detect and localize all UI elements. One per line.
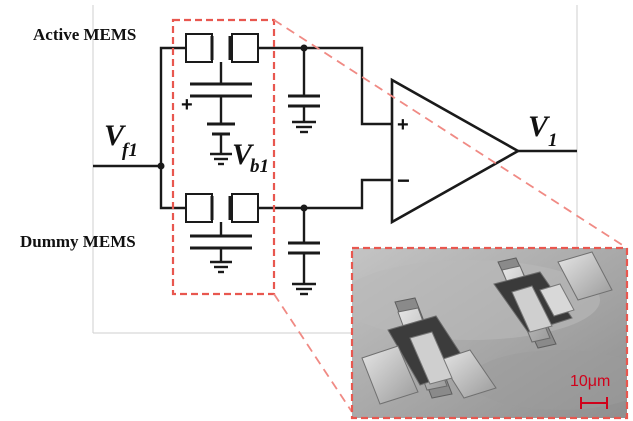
dummy-mems-device bbox=[185, 193, 259, 274]
output-voltage-label: V 1 bbox=[528, 110, 558, 151]
sem-device-left bbox=[361, 297, 497, 405]
bias-voltage-main: V bbox=[232, 138, 255, 171]
input-voltage-main: V bbox=[104, 119, 127, 152]
dummy-path-wiring bbox=[258, 178, 392, 296]
active-path-wiring bbox=[258, 44, 392, 134]
opamp-minus-sign: − bbox=[397, 168, 410, 193]
input-voltage-sub: f1 bbox=[122, 140, 138, 161]
output-voltage-sub: 1 bbox=[548, 130, 558, 151]
bias-voltage-label: V b1 bbox=[232, 138, 269, 177]
bias-voltage-sub: b1 bbox=[250, 156, 269, 177]
sem-inset bbox=[350, 246, 629, 420]
dummy-mems-label: Dummy MEMS bbox=[20, 232, 136, 251]
input-node bbox=[93, 46, 186, 210]
opamp-plus-sign: + bbox=[397, 114, 409, 136]
mems-highlight bbox=[171, 18, 628, 413]
schematic-frame bbox=[92, 5, 578, 334]
output-voltage-main: V bbox=[528, 110, 551, 143]
active-mems-label: Active MEMS bbox=[33, 25, 136, 44]
sem-device-right bbox=[493, 251, 613, 349]
scale-bar-label: 10μm bbox=[570, 373, 610, 390]
bias-plus-sign: + bbox=[181, 94, 193, 116]
op-amp bbox=[390, 77, 577, 225]
input-voltage-label: V f1 bbox=[104, 119, 138, 161]
scale-bar: 10μm bbox=[570, 373, 610, 409]
